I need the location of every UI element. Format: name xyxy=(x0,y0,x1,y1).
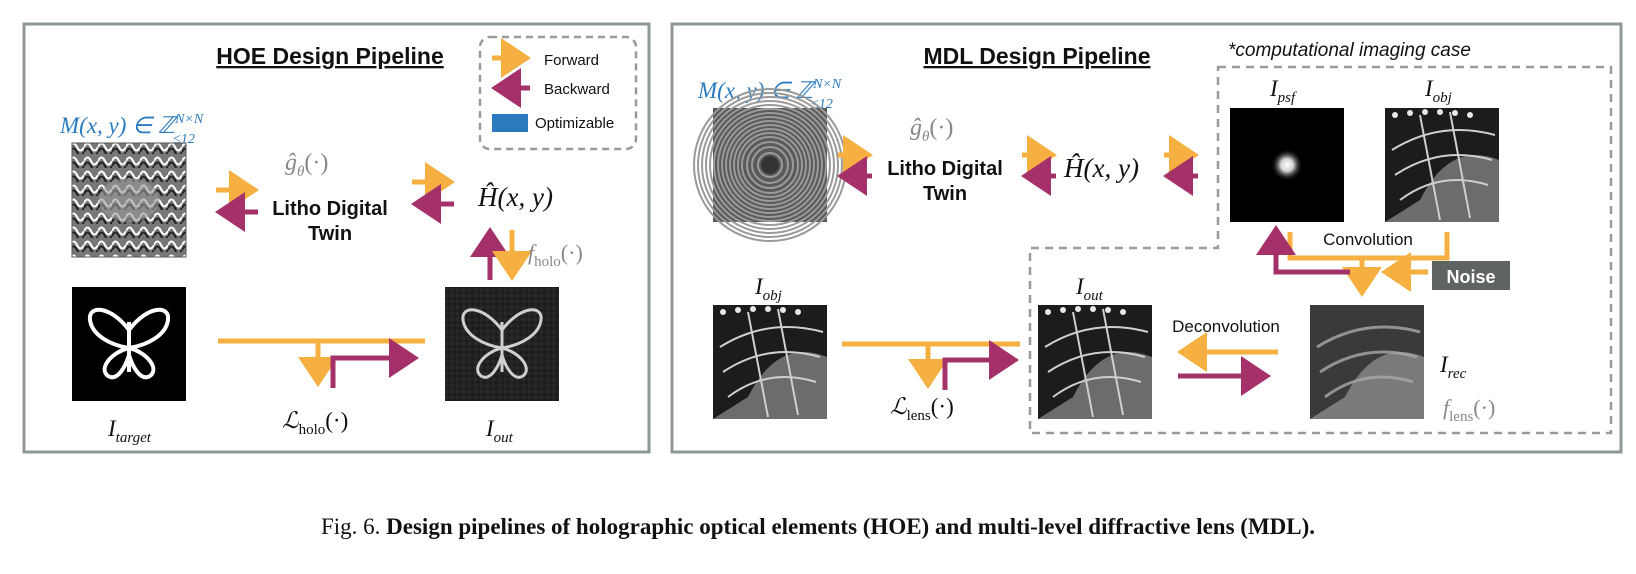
mdl-loss-backward-arrow xyxy=(942,340,1019,390)
hoe-h-label: Ĥ(x, y) xyxy=(477,182,553,212)
mdl-psf-label: Ipsf xyxy=(1269,76,1297,106)
hoe-panel xyxy=(22,22,651,454)
mdl-out-image xyxy=(1038,305,1152,419)
mdl-twin-line1: Litho Digital xyxy=(887,158,1003,180)
hoe-loss-label: ℒholo(·) xyxy=(282,408,348,438)
caption-text: Design pipelines of holographic optical … xyxy=(386,514,1316,539)
legend-backward-label: Backward xyxy=(544,81,610,98)
hoe-twin-line2: Twin xyxy=(308,223,352,245)
mdl-note: *computational imaging case xyxy=(1228,40,1471,61)
mdl-obj2-image xyxy=(713,305,827,419)
mdl-deconvolution-label: Deconvolution xyxy=(1172,317,1280,336)
legend-optimizable-label: Optimizable xyxy=(535,115,614,132)
mdl-twin-line2: Twin xyxy=(923,183,967,205)
legend-optimizable-swatch xyxy=(492,114,528,132)
hoe-target-label: Itarget xyxy=(107,416,152,446)
caption-fig-number: Fig. 6. xyxy=(320,514,381,539)
mdl-noise-box xyxy=(1432,261,1510,290)
hoe-mask-label: M(x, y) ∈ ℤN×N≤12 xyxy=(59,112,204,147)
hoe-title: HOE Design Pipeline xyxy=(216,43,444,69)
mdl-psf-image xyxy=(1230,108,1344,222)
mdl-h-label: Ĥ(x, y) xyxy=(1063,153,1139,183)
figure-caption: Fig. 6. Design pipelines of holographic … xyxy=(0,514,1636,540)
mdl-title: MDL Design Pipeline xyxy=(923,43,1150,69)
hoe-out-image xyxy=(445,287,559,401)
mdl-panel xyxy=(670,22,1623,454)
mdl-g-theta-label: ĝθ(·) xyxy=(910,115,953,145)
mdl-rec-image xyxy=(1310,305,1424,419)
hoe-loss-backward-arrow xyxy=(330,338,419,388)
mdl-imaging-region xyxy=(1028,65,1613,435)
mdl-mask-image xyxy=(693,88,847,242)
mdl-noise-label: Noise xyxy=(1446,267,1495,287)
mdl-obj2-label: Iobj xyxy=(754,274,782,304)
legend-forward-label: Forward xyxy=(544,52,599,69)
hoe-g-theta-label: ĝθ(·) xyxy=(285,150,328,180)
hoe-twin-line1: Litho Digital xyxy=(272,198,388,220)
hoe-target-image xyxy=(72,287,186,401)
mdl-loss-label: ℒlens(·) xyxy=(890,394,954,424)
mdl-f-lens-label: flens(·) xyxy=(1443,395,1495,425)
hoe-out-label: Iout xyxy=(485,416,514,446)
hoe-legend-box xyxy=(478,35,638,151)
mdl-obj-image xyxy=(1385,108,1499,222)
mdl-out-label: Iout xyxy=(1075,274,1104,304)
mdl-backward-arrow-psf xyxy=(1256,225,1350,275)
hoe-f-holo-label: fholo(·) xyxy=(528,240,583,270)
mdl-convolution-label: Convolution xyxy=(1323,230,1413,249)
mdl-obj-label: Iobj xyxy=(1424,76,1452,106)
hoe-mask-image xyxy=(71,142,187,258)
mdl-rec-label: Irec xyxy=(1439,352,1467,382)
figure-canvas: HOE Design Pipeline Forward Backward Opt… xyxy=(22,22,1623,454)
